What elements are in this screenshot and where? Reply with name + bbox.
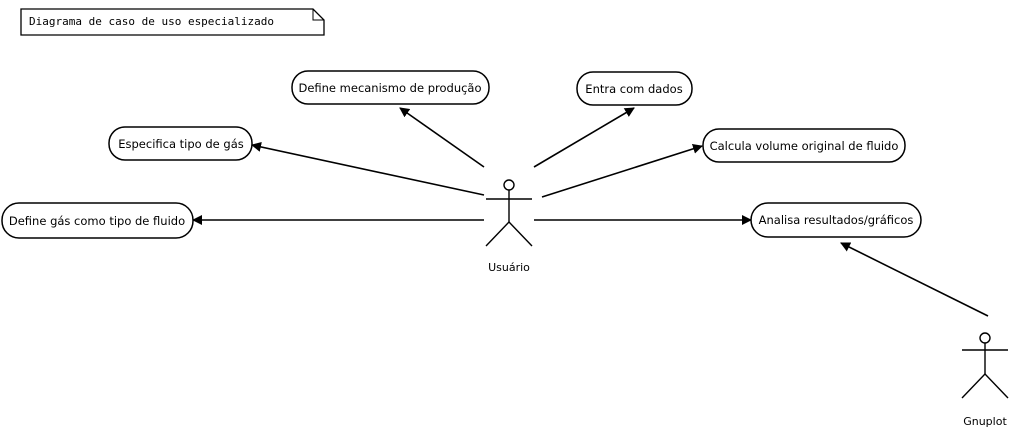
use-case-label: Especifica tipo de gás [118,137,243,151]
use-case-analisa-resultados: Analisa resultados/gráficos [750,202,922,238]
edge-usuario-entra-dados [533,107,635,168]
use-case-define-gas-fluido: Define gás como tipo de fluido [1,202,194,239]
edge-gnuplot-analisa-resultados [840,242,989,317]
use-case-label: Define gás como tipo de fluido [9,214,185,228]
edge-usuario-calcula-volume [541,143,703,198]
use-case-label: Calcula volume original de fluido [710,139,899,153]
edge-usuario-define-mecanismo [399,107,485,168]
use-case-especifica-gas: Especifica tipo de gás [108,126,253,161]
use-case-calcula-volume: Calcula volume original de fluido [702,128,906,163]
actor-label: Gnuplot [963,415,1007,428]
stick-figure-icon [961,332,1009,399]
associations [192,107,989,317]
stick-figure-icon [485,179,533,247]
use-case-label: Define mecanismo de produção [298,81,481,95]
use-case-define-mecanismo: Define mecanismo de produção [291,70,490,105]
use-case-label: Analisa resultados/gráficos [759,213,914,227]
actor-label: Usuário [488,261,530,274]
actor-gnuplot: Gnuplot [961,332,1009,428]
edge-usuario-especifica-gas [251,142,485,196]
use-case-entra-dados: Entra com dados [576,71,693,106]
use-case-label: Entra com dados [585,82,682,96]
diagram-title: Diagrama de caso de uso especializado [29,15,274,28]
diagram-title-note: Diagrama de caso de uso especializado [20,8,325,36]
actor-usuario: Usuário [485,179,533,274]
